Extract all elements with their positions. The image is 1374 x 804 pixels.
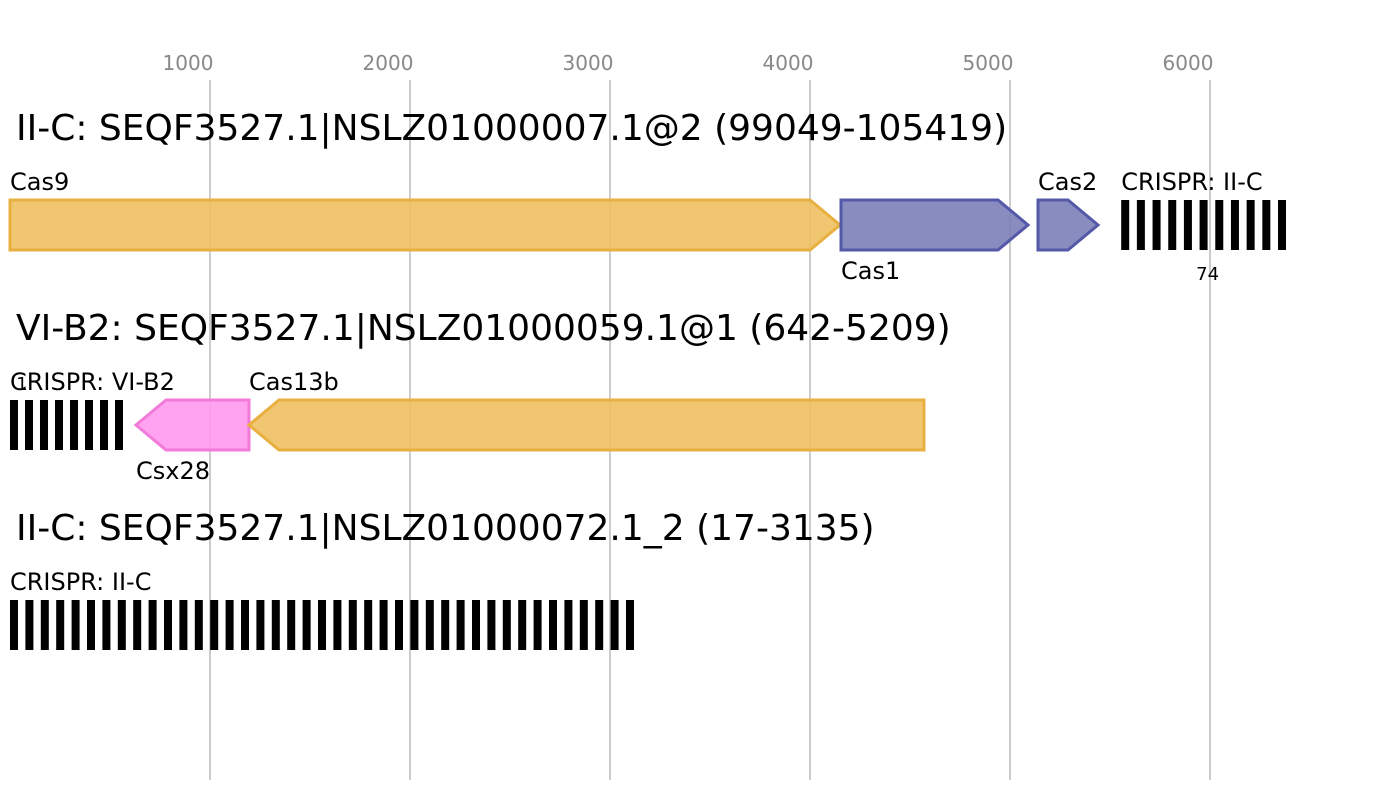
crispr-repeat bbox=[40, 400, 48, 450]
crispr-repeat bbox=[1168, 200, 1177, 250]
loci: II-C: SEQF3527.1|NSLZ01000007.1@2 (99049… bbox=[8, 108, 1286, 650]
gene-cas2 bbox=[1036, 198, 1101, 252]
crispr-repeat bbox=[364, 600, 373, 650]
crispr-repeat bbox=[333, 600, 342, 650]
locus-title: VI-B2: SEQF3527.1|NSLZ01000059.1@1 (642-… bbox=[16, 308, 951, 349]
crispr-label: CRISPR: II-C bbox=[1121, 168, 1262, 196]
crispr-repeat bbox=[10, 600, 18, 650]
crispr-repeat bbox=[287, 600, 296, 650]
crispr-repeat bbox=[1199, 200, 1208, 250]
crispr-repeat bbox=[85, 400, 93, 450]
gene-label-cas9: Cas9 bbox=[10, 168, 69, 196]
crispr-repeat bbox=[256, 600, 265, 650]
crispr-repeat bbox=[133, 600, 142, 650]
crispr-repeat bbox=[595, 600, 604, 650]
gene-cas13b bbox=[246, 398, 926, 452]
crispr-repeat bbox=[102, 600, 111, 650]
crispr-repeat bbox=[518, 600, 527, 650]
gene-label-cas13b: Cas13b bbox=[249, 368, 339, 396]
tick-label-3000: 3000 bbox=[563, 51, 614, 75]
crispr-repeat bbox=[117, 600, 126, 650]
crispr-repeat bbox=[487, 600, 496, 650]
crispr-label: CRISPR: VI-B2 bbox=[10, 368, 175, 396]
crispr-repeat bbox=[318, 600, 326, 650]
locus-title: II-C: SEQF3527.1|NSLZ01000072.1_2 (17-31… bbox=[16, 508, 875, 549]
crispr-repeat bbox=[164, 600, 172, 650]
crispr-repeat bbox=[271, 600, 280, 650]
crispr-repeat bbox=[579, 600, 588, 650]
crispr-repeat bbox=[40, 600, 49, 650]
crispr-repeat bbox=[179, 600, 188, 650]
crispr-repeat bbox=[610, 600, 619, 650]
crispr-spacer-count: 1 bbox=[16, 374, 27, 395]
crispr-repeat bbox=[115, 400, 123, 450]
gene-label-cas1: Cas1 bbox=[841, 257, 900, 285]
crispr-repeat bbox=[441, 600, 450, 650]
crispr-repeat bbox=[1152, 200, 1161, 250]
crispr-repeat bbox=[564, 600, 573, 650]
crispr-repeat bbox=[10, 400, 18, 450]
crispr-repeat bbox=[1278, 200, 1286, 250]
crispr-repeat bbox=[472, 600, 480, 650]
crispr-repeat bbox=[1262, 200, 1271, 250]
crispr-repeat bbox=[395, 600, 403, 650]
locus-2: VI-B2: SEQF3527.1|NSLZ01000059.1@1 (642-… bbox=[10, 308, 951, 485]
tick-label-2000: 2000 bbox=[363, 51, 414, 75]
locus-1: II-C: SEQF3527.1|NSLZ01000007.1@2 (99049… bbox=[8, 108, 1286, 285]
crispr-array bbox=[1121, 200, 1286, 250]
crispr-repeat bbox=[533, 600, 542, 650]
gene-label-csx28: Csx28 bbox=[136, 457, 210, 485]
crispr-repeat bbox=[71, 600, 80, 650]
gene-csx28 bbox=[133, 398, 251, 452]
locus-title: II-C: SEQF3527.1|NSLZ01000007.1@2 (99049… bbox=[16, 108, 1007, 149]
tick-label-5000: 5000 bbox=[963, 51, 1014, 75]
crispr-label: CRISPR: II-C bbox=[10, 568, 151, 596]
crispr-repeat bbox=[25, 600, 34, 650]
crispr-repeat bbox=[502, 600, 511, 650]
crispr-repeat bbox=[425, 600, 434, 650]
crispr-array bbox=[10, 400, 123, 450]
crispr-repeat bbox=[1215, 200, 1224, 250]
crispr-repeat bbox=[1230, 200, 1239, 250]
tick-label-6000: 6000 bbox=[1163, 51, 1214, 75]
crispr-repeat bbox=[56, 600, 65, 650]
crispr-repeat bbox=[194, 600, 203, 650]
crispr-repeat bbox=[302, 600, 311, 650]
crispr-repeat bbox=[410, 600, 419, 650]
crispr-repeat bbox=[1183, 200, 1192, 250]
crispr-repeat bbox=[100, 400, 108, 450]
crispr-repeat bbox=[1121, 200, 1130, 250]
crispr-repeat bbox=[549, 600, 557, 650]
crispr-repeat bbox=[148, 600, 157, 650]
crispr-repeat bbox=[87, 600, 95, 650]
crispr-repeat bbox=[626, 600, 634, 650]
crispr-repeat bbox=[1136, 200, 1145, 250]
tick-label-1000: 1000 bbox=[163, 51, 214, 75]
locus-3: II-C: SEQF3527.1|NSLZ01000072.1_2 (17-31… bbox=[10, 508, 875, 650]
crispr-repeat bbox=[379, 600, 388, 650]
crispr-repeat bbox=[25, 400, 33, 450]
crispr-repeat bbox=[225, 600, 234, 650]
crispr-array bbox=[10, 600, 634, 650]
crispr-repeat bbox=[1246, 200, 1255, 250]
gene-cas1 bbox=[839, 198, 1031, 252]
crispr-repeat bbox=[55, 400, 63, 450]
gene-label-cas2: Cas2 bbox=[1038, 168, 1097, 196]
crispr-repeat bbox=[456, 600, 465, 650]
axis-ticks: 1000 2000 3000 4000 5000 6000 bbox=[163, 51, 1214, 75]
crispr-repeat bbox=[210, 600, 219, 650]
crispr-repeat bbox=[241, 600, 249, 650]
crispr-spacer-count: 74 bbox=[1196, 264, 1219, 285]
crispr-repeat bbox=[348, 600, 357, 650]
crispr-repeat bbox=[70, 400, 78, 450]
tick-label-4000: 4000 bbox=[763, 51, 814, 75]
gene-cas9 bbox=[8, 198, 843, 252]
